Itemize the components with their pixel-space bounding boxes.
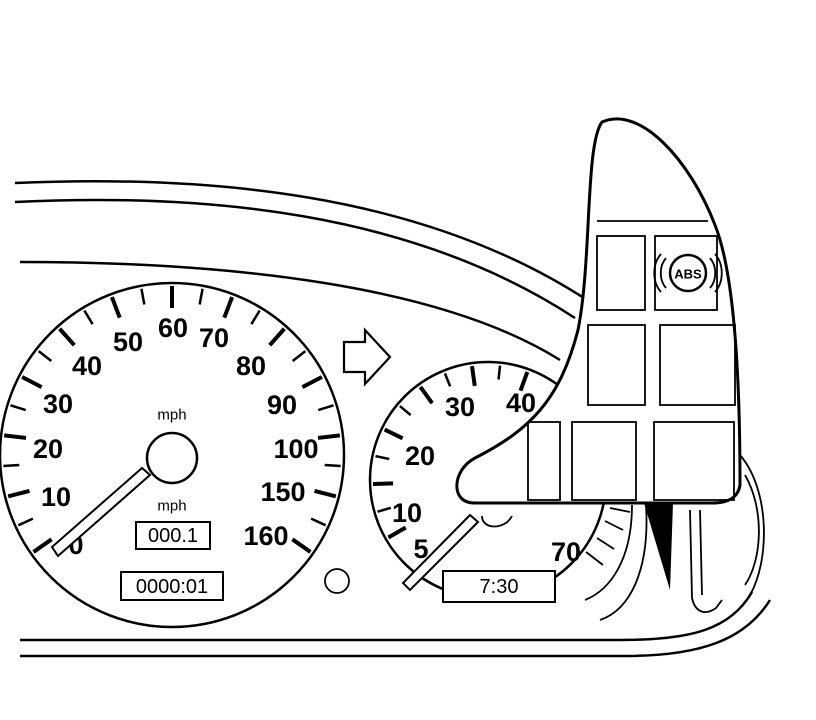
speed-label-60: 60 [158,313,188,343]
tachometer-hub [481,515,513,528]
dial-tick [377,506,392,513]
pointer-marker [644,503,673,590]
abs-label: ABS [674,267,702,282]
speed-label-40: 40 [72,351,102,381]
speed-label-90: 90 [267,390,297,420]
dial-tick [83,309,94,325]
dial-tick [324,463,341,468]
speedometer-needle [50,466,152,558]
dial-tick [140,288,146,305]
abs-warning-icon: ABS [653,253,723,293]
dial-tick [198,288,204,305]
dial-tick [37,350,53,362]
dial-tick [375,454,390,461]
dashboard-outline [14,179,772,658]
dial-tick [497,365,502,380]
dial-tick [387,525,407,540]
clock-display: 7:30 [480,576,519,598]
speed-unit-bottom: mph [157,498,186,515]
warning-cell-4 [659,324,736,406]
dial-tick [443,372,452,387]
tacho-label-40: 40 [506,388,536,418]
dial-tick [314,489,337,499]
dial-tick [58,327,76,347]
dial-tick [291,350,307,362]
dial-tick [310,517,327,527]
tacho-label-30: 30 [445,392,475,422]
tacho-label-20: 20 [405,441,435,471]
warning-cell-3 [587,324,646,406]
speed-label-150: 150 [260,477,305,507]
dial-tick [222,296,234,319]
dial-tick [32,537,53,554]
speed-label-20: 20 [33,434,63,464]
speed-label-70: 70 [199,323,229,353]
speedometer-hub [145,431,199,485]
speed-label-50: 50 [113,327,143,357]
warning-panel-housing [455,117,742,505]
fuel-gauge: 70 [551,504,648,621]
dial-tick [250,309,261,325]
speed-label-100: 100 [273,434,318,464]
tacho-label-5: 5 [413,534,428,564]
speed-label-30: 30 [43,389,73,419]
dial-tick [317,433,341,440]
speedometer-dial [0,281,346,629]
tacho-label-10: 10 [392,498,422,528]
dial-tick [3,433,27,440]
warning-cell-6 [571,421,637,501]
speed-label-10: 10 [41,482,71,512]
speedometer: 0 10 20 30 40 50 60 70 80 90 100 150 160… [0,281,346,629]
warning-cell-5 [527,421,561,501]
odometer-display: 0000:01 [136,576,208,598]
speed-label-80: 80 [236,351,266,381]
dial-tick [268,327,286,347]
warning-cell-7 [653,421,735,501]
dial-tick [373,481,394,487]
speed-label-160: 160 [243,521,288,551]
tachometer-needle [401,513,480,592]
dial-tick [21,375,43,389]
dial-tick [17,517,34,527]
dial-tick [3,463,20,468]
dial-tick [301,375,323,389]
speedometer-ticks [3,286,341,554]
dial-tick [7,489,30,499]
dial-tick [399,405,412,417]
trip-display: 000.1 [148,525,198,547]
dial-tick [110,296,122,319]
odometer-display-box [120,571,224,601]
warning-panel: ABS [455,117,742,590]
dial-tick [317,404,334,412]
arrow-icon [342,327,392,387]
tachometer-ticks [373,365,530,540]
dial-tick [418,385,434,405]
warning-cell-1 [596,235,646,311]
dial-tick [518,371,530,392]
dial-tick [383,427,404,441]
trip-display-box [135,521,211,550]
tachometer: 5 10 20 30 40 7:30 [368,360,608,603]
reset-knob [324,568,350,594]
dial-tick [291,537,312,554]
speed-unit-top: mph [157,407,186,424]
clock-display-box [442,570,556,603]
fuel-label-70: 70 [551,537,581,567]
dial-tick [470,365,477,387]
dial-tick [10,404,27,412]
